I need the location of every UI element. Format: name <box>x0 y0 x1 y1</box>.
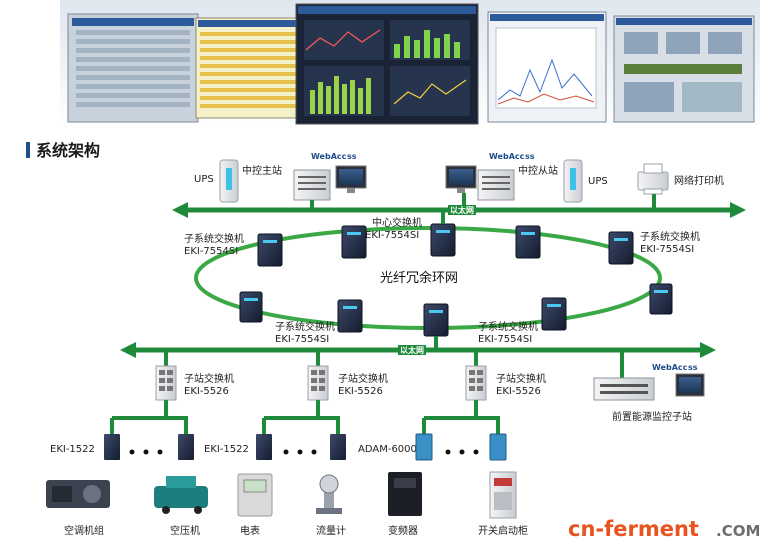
edge-device-right-label: ADAM-6000 <box>358 444 417 455</box>
sub-right-top-model: EKI-7554SI <box>640 244 694 255</box>
air-handling-unit-icon <box>46 480 110 508</box>
equipment-label-2: 空压机 <box>170 524 200 537</box>
station-switch-3-name: 子站交换机 <box>496 372 546 385</box>
sub-right-bottom-model: EKI-7554SI <box>478 334 532 345</box>
edge-device-middle-2 <box>330 434 346 460</box>
webaccess-energy-logo: WebAcc ss <box>652 363 698 372</box>
watermark-main: cn-ferment <box>568 517 699 541</box>
edge-device-middle-label: EKI-1522 <box>204 444 249 455</box>
slave-station-label: 中控从站 <box>518 164 558 177</box>
equipment-label-4: 流量计 <box>316 524 346 537</box>
switch-cabinet-icon <box>489 471 517 519</box>
screenshot-collage <box>60 0 760 130</box>
webaccess-left-suffix: ss <box>347 152 357 161</box>
ups-right-icon <box>563 159 583 203</box>
ring-switch-center <box>430 223 456 257</box>
station-switch-1 <box>155 365 177 401</box>
slave-station-icon <box>477 169 515 201</box>
sub-left-bottom-name: 子系统交换机 <box>275 320 335 333</box>
webaccess-right-suffix: ss <box>525 152 535 161</box>
equipment-label-6: 开关启动柜 <box>478 524 528 537</box>
edge-device-left-label: EKI-1522 <box>50 444 95 455</box>
station-switch-1-name: 子站交换机 <box>184 372 234 385</box>
equipment-label-3: 电表 <box>240 524 260 537</box>
equipment-label-5: 变频器 <box>388 524 418 537</box>
station-switch-3-model: EKI-5526 <box>496 386 541 397</box>
sub-right-top-name: 子系统交换机 <box>640 230 700 243</box>
ring-switch-2 <box>341 225 367 259</box>
station-switch-2 <box>307 365 329 401</box>
branch-lines <box>110 400 500 434</box>
air-compressor-icon <box>154 476 208 514</box>
ring-switch-left-bottom <box>337 299 363 333</box>
ups-left-icon <box>219 159 239 203</box>
webaccess-left-logo: WebAcc ss <box>311 152 357 161</box>
ring-switch-right-bottom <box>541 297 567 331</box>
webaccess-energy-suffix: ss <box>688 363 698 372</box>
ups-left-label: UPS <box>194 174 214 185</box>
webaccess-right-text: WebAcc <box>489 152 525 161</box>
center-switch-name: 中心交换机 <box>372 216 422 229</box>
edge-device-right-2 <box>489 433 507 461</box>
monitor-left-icon <box>335 165 367 193</box>
webaccess-left-text: WebAcc <box>311 152 347 161</box>
printer-icon <box>637 163 669 195</box>
monitor-right-icon <box>445 165 477 193</box>
screenshot-panel-2 <box>195 17 307 119</box>
master-station-icon <box>293 169 331 201</box>
ring-switch-right-top <box>608 231 634 265</box>
ring-label: 光纤冗余环网 <box>380 270 458 286</box>
edge-device-middle-1 <box>256 434 272 460</box>
flow-meter-icon <box>316 474 342 514</box>
station-drop-lines <box>164 352 624 378</box>
energy-station-icon <box>593 373 705 401</box>
ring-switch-far-right <box>649 283 673 315</box>
site-watermark: cn-ferment .COM <box>568 517 760 541</box>
ellipsis-dots-2 <box>283 449 317 455</box>
ellipsis-dots-1 <box>129 449 163 455</box>
sub-left-bottom-model: EKI-7554SI <box>275 334 329 345</box>
ring-switch-3 <box>515 225 541 259</box>
master-station-label: 中控主站 <box>242 164 282 177</box>
edge-device-left-2 <box>178 434 194 460</box>
equipment-label-1: 空调机组 <box>64 524 104 537</box>
sub-left-top-name: 子系统交换机 <box>184 232 244 245</box>
ethernet-top-label: 以太网 <box>450 205 474 215</box>
watermark-suffix: .COM <box>716 522 760 540</box>
station-switch-1-model: EKI-5526 <box>184 386 229 397</box>
webaccess-right-logo: WebAcc ss <box>489 152 535 161</box>
sub-right-bottom-name: 子系统交换机 <box>478 320 538 333</box>
screenshot-panel-3 <box>295 3 479 125</box>
inverter-icon <box>388 472 422 516</box>
section-title: 系统架构 <box>36 141 100 160</box>
webaccess-energy-text: WebAcc <box>652 363 688 372</box>
electric-meter-icon <box>237 473 273 517</box>
ethernet-bottom-label: 以太网 <box>400 345 424 355</box>
screenshot-panel-5 <box>613 15 755 123</box>
ring-switch-far-left <box>239 291 263 323</box>
ring-switch-left-top <box>257 233 283 267</box>
station-switch-3 <box>465 365 487 401</box>
ups-right-label: UPS <box>588 176 608 187</box>
sub-left-top-model: EKI-7554SI <box>184 246 238 257</box>
ellipsis-dots-3 <box>445 449 479 455</box>
network-printer-label: 网络打印机 <box>674 174 724 187</box>
station-switch-2-name: 子站交换机 <box>338 372 388 385</box>
screenshot-panel-1 <box>67 13 199 123</box>
ring-switch-bottom-center <box>423 303 449 337</box>
ethernet-bus-bottom <box>120 342 716 358</box>
edge-device-left-1 <box>104 434 120 460</box>
screenshot-panel-4 <box>487 11 607 123</box>
energy-station-label: 前置能源监控子站 <box>612 410 692 423</box>
ethernet-bus-top <box>172 202 746 218</box>
center-switch-model: EKI-7554SI <box>365 230 419 241</box>
edge-device-right-1 <box>415 433 433 461</box>
station-switch-2-model: EKI-5526 <box>338 386 383 397</box>
section-title-bar <box>26 142 30 158</box>
